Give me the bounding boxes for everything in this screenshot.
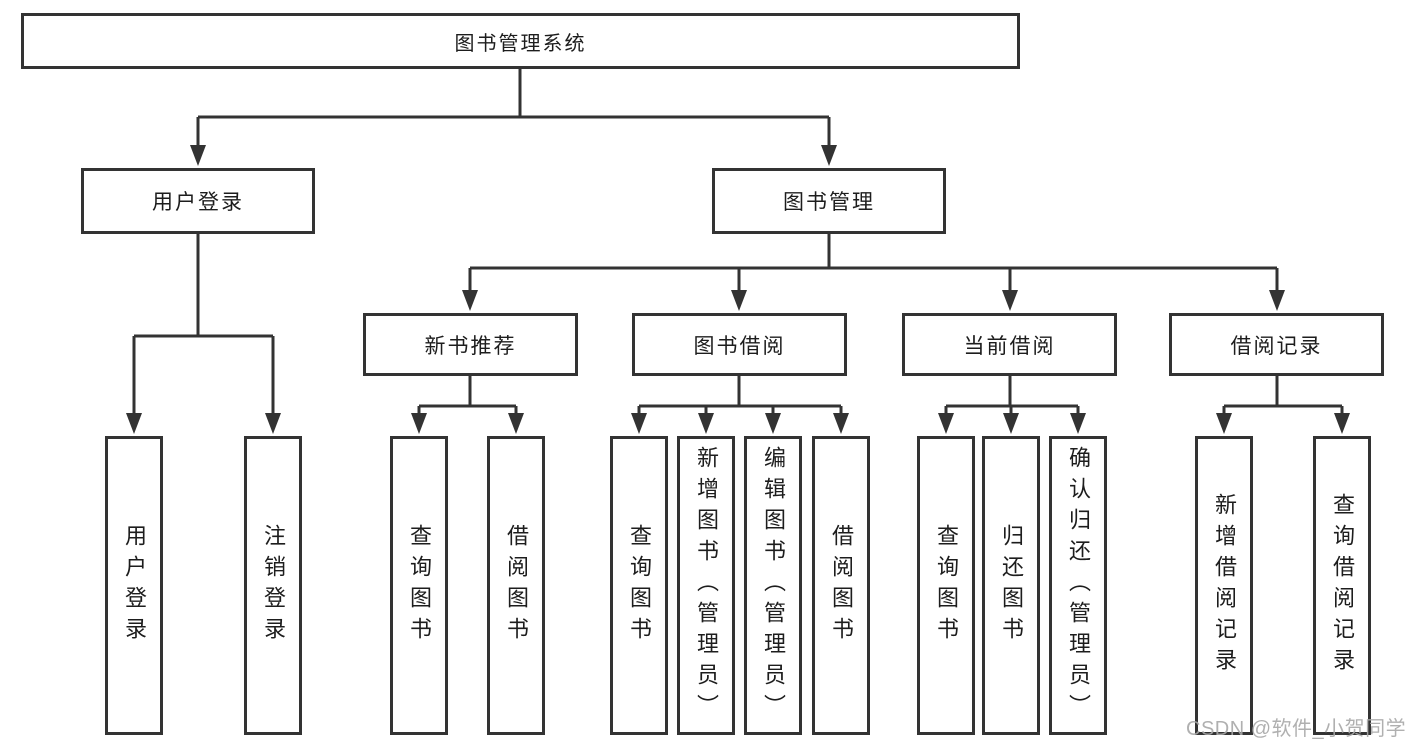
leaf-label: 查询借阅记录 [1330, 492, 1355, 679]
leaf-label: 编辑图书（管理员） [761, 446, 786, 725]
leaf-add-book-admin: 新增图书（管理员） [677, 436, 735, 735]
csdn-watermark: CSDN @软件_小贺同学 [1186, 718, 1405, 740]
leaf-label: 借阅图书 [504, 523, 529, 648]
leaf-label: 用户登录 [122, 523, 147, 648]
node-new-book-recommend: 新书推荐 [363, 313, 578, 376]
leaf-label: 确认归还（管理员） [1066, 446, 1091, 725]
node-root: 图书管理系统 [21, 13, 1020, 69]
node-current-borrow: 当前借阅 [902, 313, 1117, 376]
leaf-borrow-book-2: 借阅图书 [812, 436, 870, 735]
node-book-borrow: 图书借阅 [632, 313, 847, 376]
leaf-label: 借阅图书 [829, 523, 854, 648]
leaf-query-book-3: 查询图书 [917, 436, 975, 735]
leaf-label: 查询图书 [407, 523, 432, 648]
leaf-query-book-1: 查询图书 [390, 436, 448, 735]
leaf-logout: 注销登录 [244, 436, 302, 735]
leaf-label: 新增图书（管理员） [694, 446, 719, 725]
leaf-label: 新增借阅记录 [1212, 492, 1237, 679]
leaf-query-borrow-record: 查询借阅记录 [1313, 436, 1371, 735]
leaf-borrow-book-1: 借阅图书 [487, 436, 545, 735]
leaf-add-borrow-record: 新增借阅记录 [1195, 436, 1253, 735]
node-borrow-records: 借阅记录 [1169, 313, 1384, 376]
leaf-label: 注销登录 [261, 523, 286, 648]
leaf-edit-book-admin: 编辑图书（管理员） [744, 436, 802, 735]
leaf-label: 归还图书 [999, 523, 1024, 648]
node-user-login: 用户登录 [81, 168, 315, 234]
leaf-label: 查询图书 [627, 523, 652, 648]
node-book-management: 图书管理 [712, 168, 946, 234]
leaf-confirm-return-admin: 确认归还（管理员） [1049, 436, 1107, 735]
leaf-query-book-2: 查询图书 [610, 436, 668, 735]
leaf-return-book: 归还图书 [982, 436, 1040, 735]
leaf-user-login: 用户登录 [105, 436, 163, 735]
connector-segments [132, 69, 1344, 416]
leaf-label: 查询图书 [934, 523, 959, 648]
